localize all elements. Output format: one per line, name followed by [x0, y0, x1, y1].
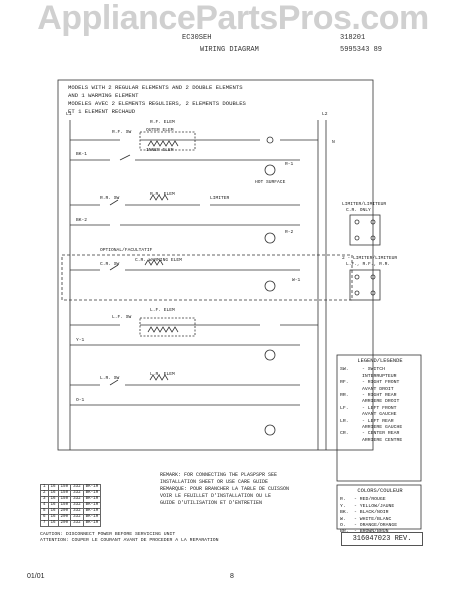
wire-label: Y-1 [76, 338, 85, 343]
colors-legend: COLORS/COULEUR R.- RED/ROUGE Y.- YELLOW/… [340, 488, 420, 536]
color-row: Y.- YELLOW/JAUNE [340, 503, 395, 509]
models-note-line: MODELES AVEC 2 ELEMENTS REGULIERS, 2 ELE… [68, 100, 246, 107]
optional-label: OPTIONAL/FACULTATIF [100, 248, 153, 253]
remark: REMARK: FOR CONNECTING THE PLASPSPR SEE … [160, 472, 340, 507]
legend-frame [336, 354, 422, 482]
color-row: BK.- BLACK/NOIR [340, 510, 389, 516]
legend-row: LR.- LEFT REAR [340, 418, 394, 424]
rf-outer-label: OUTER ELEM [146, 128, 174, 133]
rr-elem-label: R.R. ELEM [150, 192, 175, 197]
legend-row: ARRIERE CENTRE [362, 437, 403, 443]
models-note-line: AND 1 WARMING ELEMENT [68, 92, 139, 99]
caution-line: CAUTION: DISCONNECT POWER BEFORE SERVICI… [40, 532, 176, 537]
bus-l1-label: L1 [66, 112, 72, 117]
color-row: W.- WHITE/BLANC [340, 516, 392, 522]
wire-label: O-1 [76, 398, 85, 403]
legend-row: RF.- RIGHT FRONT [340, 380, 400, 386]
header-doc-no: 5995343 89 [340, 46, 383, 54]
limiter-box [349, 214, 381, 246]
rf-inner-label: INNER ELEM [146, 148, 174, 153]
part-number: 316047023 REV. [341, 532, 423, 546]
lr-switch-label: L.R. SW [100, 376, 120, 381]
rf-elem-label: R.F. ELEM [150, 120, 175, 125]
legend-row: ARRIERE GAUCHE [362, 425, 403, 431]
legend-row: CR.- CENTER REAR [340, 431, 400, 437]
wire-label: BK-1 [76, 152, 88, 157]
limiter-note: 2 - LIMITER/LIMITEUR [342, 256, 398, 261]
wire-label: BK-2 [76, 218, 88, 223]
footer-date: 01/01 [27, 573, 45, 580]
remark-line: GUIDE D'UTILISATION ET D'ENTRETIEN [160, 500, 263, 506]
legend-row: AVANT GAUCHE [362, 412, 397, 418]
cr-switch-label: C.R. SW [100, 262, 120, 267]
footer-page: 8 [230, 573, 234, 580]
lf-elem-label: L.F. ELEM [150, 308, 175, 313]
legend-title: LEGEND/LEGENDE [357, 358, 403, 364]
rf-switch-label: R.F. SW [112, 130, 132, 135]
remark-line: REMARQUE: POUR BRANCHER LA TABLE DE CUIS… [160, 486, 290, 492]
lr-elem-label: L.R. ELEM [150, 372, 175, 377]
cr-elem-label: C.R. WARMING ELEM [135, 258, 182, 263]
color-row: BR.- BROWN/BRUN [340, 529, 389, 535]
header-right-top: 318201 [340, 34, 366, 42]
caution: CAUTION: DISCONNECT POWER BEFORE SERVICI… [40, 532, 340, 544]
caution-line: ATTENTION: COUPER LE COURANT AVANT DE PR… [40, 538, 219, 543]
circuit-lr [70, 374, 300, 436]
legend-row: INTERRUPTEUR [362, 373, 397, 379]
limiter-label: LIMITER [210, 196, 230, 201]
legend-row: LF.- LEFT FRONT [340, 405, 397, 411]
wire-label: R-1 [285, 162, 294, 167]
limiter-note: LIMITER/LIMITEUR [342, 202, 387, 207]
color-row: R.- RED/ROUGE [340, 497, 386, 503]
wire-label: W-1 [292, 278, 301, 283]
optional-box [61, 254, 353, 301]
models-note: MODELS WITH 2 REGULAR ELEMENTS AND 2 DOU… [68, 84, 368, 116]
legend-row: RR.- RIGHT REAR [340, 393, 397, 399]
models-note-line: ET 1 ELEMENT RECHAUD [68, 108, 136, 115]
wire-label: R-2 [285, 230, 294, 235]
lf-switch-label: L.F. SW [112, 315, 132, 320]
colors-frame [336, 484, 422, 530]
legend: LEGEND/LEGENDE SW.- SWITCH INTERRUPTEUR … [340, 358, 420, 444]
remark-line: VOIR LE FEUILLET D'INSTALLATION OU LE [160, 493, 272, 499]
bus-n-label: N [332, 140, 335, 145]
header-title: WIRING DIAGRAM [200, 46, 259, 54]
legend-row: AVANT DROIT [362, 386, 394, 392]
limiter-note: C.R. ONLY [346, 208, 371, 213]
color-row: O.- ORANGE/ORANGE [340, 523, 398, 529]
hot-surface-label: HOT SURFACE [255, 180, 286, 185]
colors-title: COLORS/COULEUR [357, 488, 403, 494]
circuit-rf [70, 131, 318, 176]
limiter-box [349, 269, 381, 301]
watermark: AppliancePartsPros.com [37, 0, 429, 37]
circuit-cr [70, 259, 300, 292]
remark-line: REMARK: FOR CONNECTING THE PLASPSPR SEE [160, 472, 278, 478]
limiter-note: L.F., R.F., R.R. [346, 262, 391, 267]
diagram-frame [57, 79, 374, 451]
models-note-line: MODELS WITH 2 REGULAR ELEMENTS AND 2 DOU… [68, 84, 243, 91]
rr-switch-label: R.R. SW [100, 196, 120, 201]
circuit-lf [70, 317, 318, 361]
legend-row: ARRIERE DROIT [362, 399, 400, 405]
remark-line: INSTALLATION SHEET OR USE CARE GUIDE [160, 479, 269, 485]
bus-l2-label: L2 [322, 112, 328, 117]
legend-row: SW.- SWITCH [340, 367, 386, 373]
header-left-code: EC30SEH [182, 34, 212, 42]
circuit-rr [70, 194, 300, 244]
